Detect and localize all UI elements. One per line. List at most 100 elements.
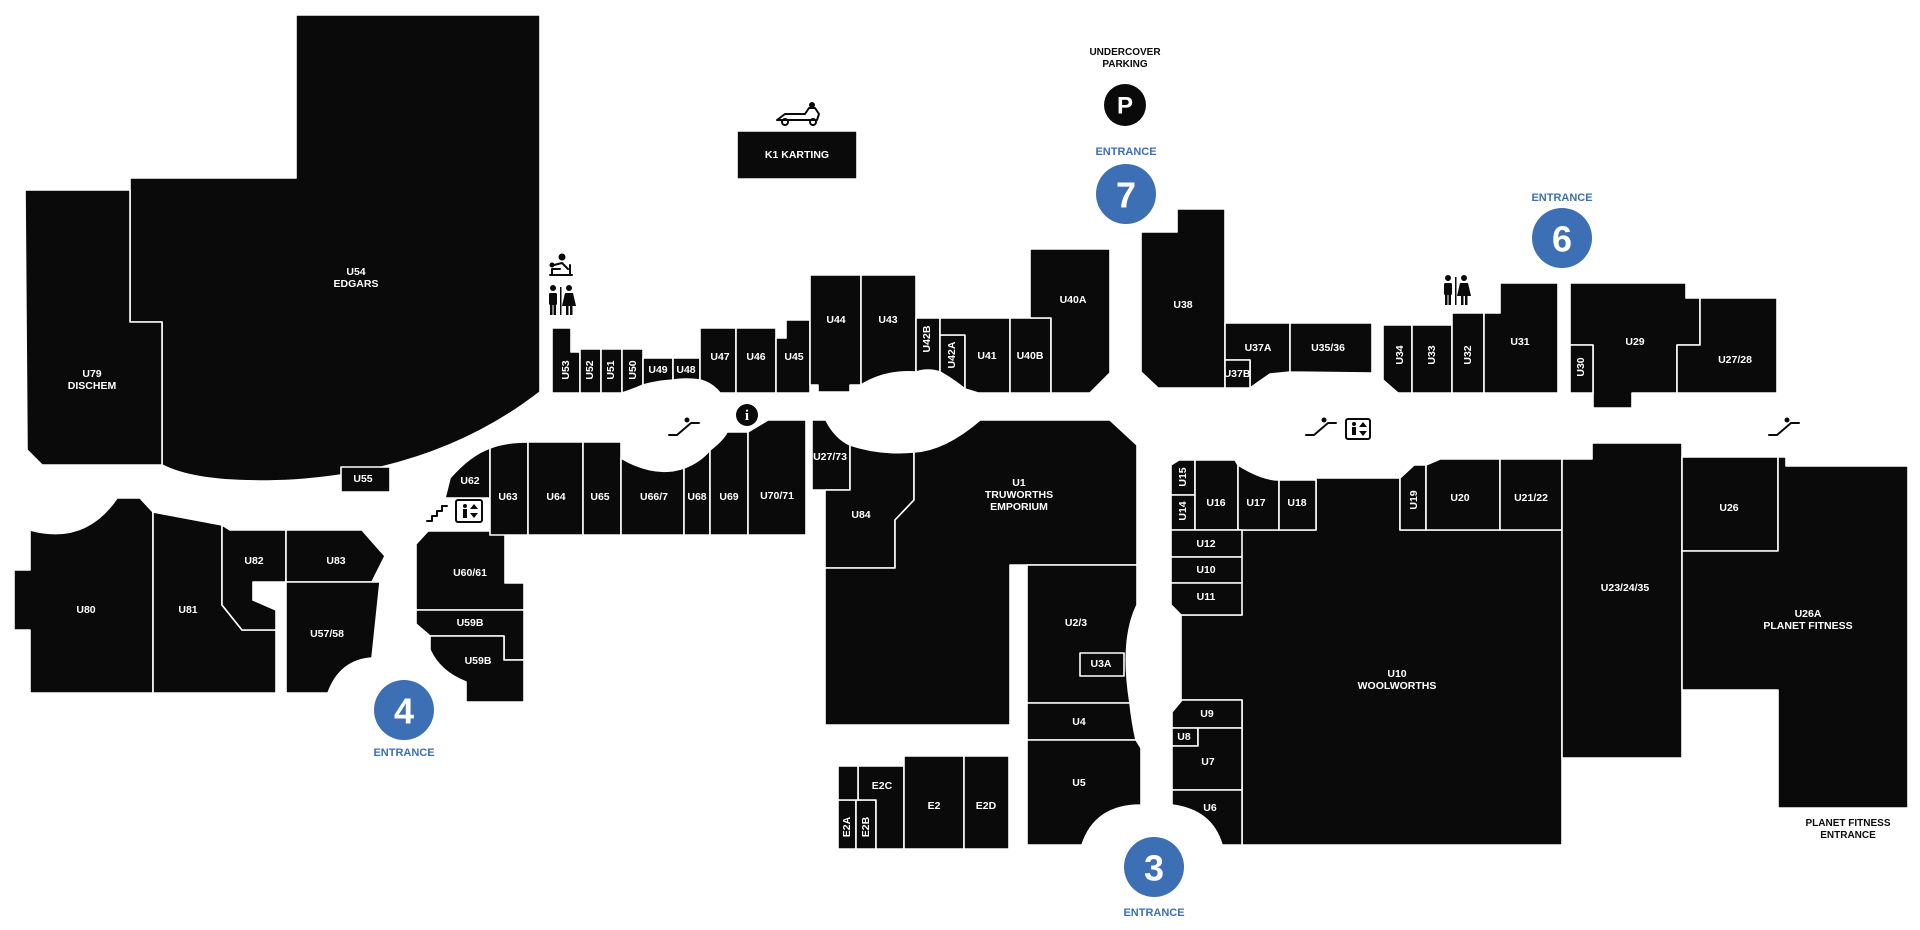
unit-u64[interactable] bbox=[527, 441, 584, 536]
unit-u41[interactable] bbox=[939, 317, 1011, 394]
unit-u34[interactable] bbox=[1382, 324, 1413, 394]
unit-label-u29: U29 bbox=[1625, 336, 1644, 348]
unit-label-u55: U55 bbox=[353, 473, 372, 485]
unit-label-u10s: U10 bbox=[1196, 564, 1215, 576]
unit-u6[interactable] bbox=[1171, 789, 1243, 846]
unit-label-u8: U8 bbox=[1177, 731, 1191, 743]
unit-label-u27-73: U27/73 bbox=[813, 451, 847, 463]
entrance-7[interactable]: ENTRANCE 7 bbox=[1095, 146, 1157, 224]
unit-u12[interactable] bbox=[1170, 529, 1243, 558]
unit-label-u18: U18 bbox=[1287, 497, 1306, 509]
unit-label-u50: U50 bbox=[627, 360, 639, 379]
unit-label-e2d: E2D bbox=[976, 800, 997, 812]
entrance-3[interactable]: 3 ENTRANCE bbox=[1123, 837, 1185, 919]
unit-u27-28[interactable] bbox=[1676, 297, 1778, 394]
unit-label-u81: U81 bbox=[178, 604, 197, 616]
unit-label-u57-58: U57/58 bbox=[310, 628, 344, 640]
unit-u70-71[interactable] bbox=[747, 419, 807, 536]
unit-u40b[interactable] bbox=[1009, 317, 1052, 394]
unit-u37b[interactable] bbox=[1224, 359, 1251, 389]
unit-label-u49: U49 bbox=[648, 364, 667, 376]
unit-u38[interactable] bbox=[1140, 208, 1226, 389]
unit-u83[interactable] bbox=[285, 529, 386, 583]
unit-u65[interactable] bbox=[582, 441, 622, 536]
unit-k1[interactable] bbox=[736, 130, 858, 180]
unit-u40a[interactable] bbox=[1029, 248, 1111, 394]
entrance-number: 7 bbox=[1116, 175, 1136, 216]
unit-u46[interactable] bbox=[735, 327, 777, 394]
unit-label-u60-61: U60/61 bbox=[453, 567, 487, 579]
unit-u62[interactable] bbox=[444, 447, 491, 499]
unit-u63[interactable] bbox=[489, 441, 529, 536]
unit-u47[interactable] bbox=[699, 327, 737, 394]
unit-label-u41: U41 bbox=[977, 350, 996, 362]
unit-label-e2b: E2B bbox=[860, 816, 872, 837]
unit-label-u59b-a: U59B bbox=[457, 617, 484, 629]
unit-u57-58[interactable] bbox=[285, 581, 381, 694]
unit-label-u51: U51 bbox=[605, 360, 617, 379]
unit-u26a[interactable] bbox=[1681, 456, 1909, 809]
unit-e2[interactable] bbox=[903, 755, 965, 850]
unit-label-u45: U45 bbox=[784, 351, 803, 363]
unit-u16[interactable] bbox=[1194, 459, 1239, 531]
unit-label-u63: U63 bbox=[498, 491, 517, 503]
unit-u31[interactable] bbox=[1483, 282, 1559, 394]
unit-label-u17: U17 bbox=[1246, 497, 1265, 509]
unit-u1[interactable] bbox=[824, 419, 1138, 726]
unit-label-u40b: U40B bbox=[1017, 350, 1044, 362]
unit-u55[interactable] bbox=[340, 466, 391, 493]
unit-u5[interactable] bbox=[1026, 739, 1142, 846]
unit-label-u33: U33 bbox=[1426, 345, 1438, 364]
unit-u54[interactable] bbox=[129, 14, 541, 482]
unit-u2-3[interactable] bbox=[1026, 564, 1138, 704]
unit-e2d[interactable] bbox=[963, 755, 1010, 850]
unit-u69[interactable] bbox=[709, 431, 749, 536]
entrance-label: ENTRANCE bbox=[373, 747, 434, 759]
unit-u35-36[interactable] bbox=[1289, 322, 1373, 374]
unit-label-u5: U5 bbox=[1072, 777, 1086, 789]
unit-label-u21-22: U21/22 bbox=[1514, 492, 1548, 504]
unit-u18[interactable] bbox=[1278, 479, 1317, 531]
info-icon[interactable]: i bbox=[736, 404, 758, 426]
unit-e2-west[interactable] bbox=[837, 765, 859, 801]
unit-u11[interactable] bbox=[1170, 582, 1243, 616]
unit-u26[interactable] bbox=[1681, 456, 1779, 552]
unit-label-e2: E2 bbox=[928, 800, 941, 812]
unit-u80[interactable] bbox=[13, 497, 154, 694]
lift-icon bbox=[1345, 418, 1371, 440]
entrance-6[interactable]: ENTRANCE 6 bbox=[1531, 192, 1593, 268]
unit-label-u4: U4 bbox=[1072, 716, 1086, 728]
unit-label-u80: U80 bbox=[76, 604, 95, 616]
unit-label-u23-24-35: U23/24/35 bbox=[1601, 582, 1650, 594]
unit-u79[interactable] bbox=[24, 189, 163, 466]
unit-label-u3a: U3A bbox=[1090, 658, 1111, 670]
unit-label-u38: U38 bbox=[1173, 299, 1192, 311]
unit-label-u30: U30 bbox=[1575, 357, 1587, 376]
escalator-icon bbox=[1768, 417, 1800, 436]
unit-u3a[interactable] bbox=[1079, 652, 1125, 677]
unit-label-u46: U46 bbox=[746, 351, 765, 363]
unit-u59b-b[interactable] bbox=[429, 635, 525, 703]
unit-label-u70-71: U70/71 bbox=[760, 490, 794, 502]
entrance-label: ENTRANCE bbox=[1123, 907, 1184, 919]
entrance-number: 4 bbox=[394, 691, 414, 732]
unit-u23-24-35[interactable] bbox=[1561, 442, 1683, 759]
unit-label-u37b: U37B bbox=[1224, 368, 1251, 380]
entrance-4[interactable]: 4 ENTRANCE bbox=[373, 680, 435, 759]
unit-label-u16: U16 bbox=[1206, 497, 1225, 509]
unit-label-u44: U44 bbox=[826, 314, 845, 326]
unit-u30[interactable] bbox=[1569, 344, 1594, 394]
unit-u82[interactable] bbox=[221, 524, 287, 631]
unit-u43[interactable] bbox=[860, 274, 917, 386]
unit-label-u69: U69 bbox=[719, 491, 738, 503]
unit-u44[interactable] bbox=[809, 274, 862, 393]
unit-u21-22[interactable] bbox=[1499, 458, 1563, 531]
unit-label-u15: U15 bbox=[1177, 467, 1189, 486]
